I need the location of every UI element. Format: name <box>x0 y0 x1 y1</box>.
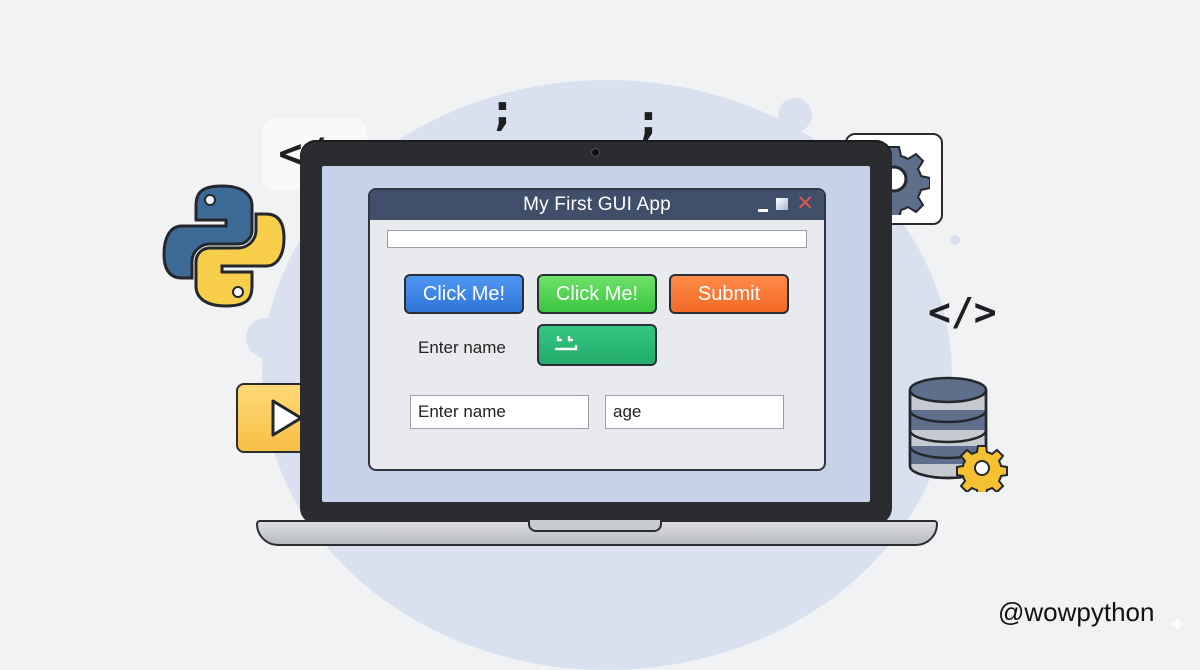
sparkle-icon: ✦ <box>1168 612 1187 637</box>
click-me-blue-button[interactable]: Click Me! <box>404 274 524 314</box>
window-title: My First GUI App <box>523 194 671 215</box>
app-window: My First GUI App ✕ Click Me! Click Me! S… <box>368 188 826 471</box>
semicolon-icon: ; <box>494 86 511 135</box>
minimize-icon[interactable] <box>758 208 769 212</box>
icon-button[interactable] <box>537 324 657 366</box>
top-text-entry[interactable] <box>387 230 807 248</box>
age-input[interactable] <box>605 395 784 429</box>
name-input[interactable] <box>410 395 589 429</box>
name-label: Enter name <box>418 338 506 357</box>
submit-button[interactable]: Submit <box>669 274 789 314</box>
face-icon <box>554 335 578 351</box>
window-titlebar[interactable]: My First GUI App ✕ <box>370 190 824 220</box>
background-bubble <box>246 318 286 358</box>
laptop-notch <box>528 520 662 532</box>
webcam-icon <box>591 148 600 157</box>
background-bubble <box>950 235 960 245</box>
watermark-handle: @wowpython <box>998 597 1155 627</box>
semicolon-icon: ; <box>640 96 657 145</box>
python-logo-icon <box>162 184 286 308</box>
click-me-green-button[interactable]: Click Me! <box>537 274 657 314</box>
database-icon <box>908 376 1008 492</box>
code-tag-icon: </> <box>928 290 997 334</box>
window-controls: ✕ <box>758 192 814 215</box>
small-gear-icon <box>956 445 1008 492</box>
maximize-icon[interactable] <box>776 198 789 210</box>
play-icon <box>271 399 303 437</box>
background-bubble <box>778 98 812 132</box>
close-icon[interactable]: ✕ <box>796 192 814 215</box>
